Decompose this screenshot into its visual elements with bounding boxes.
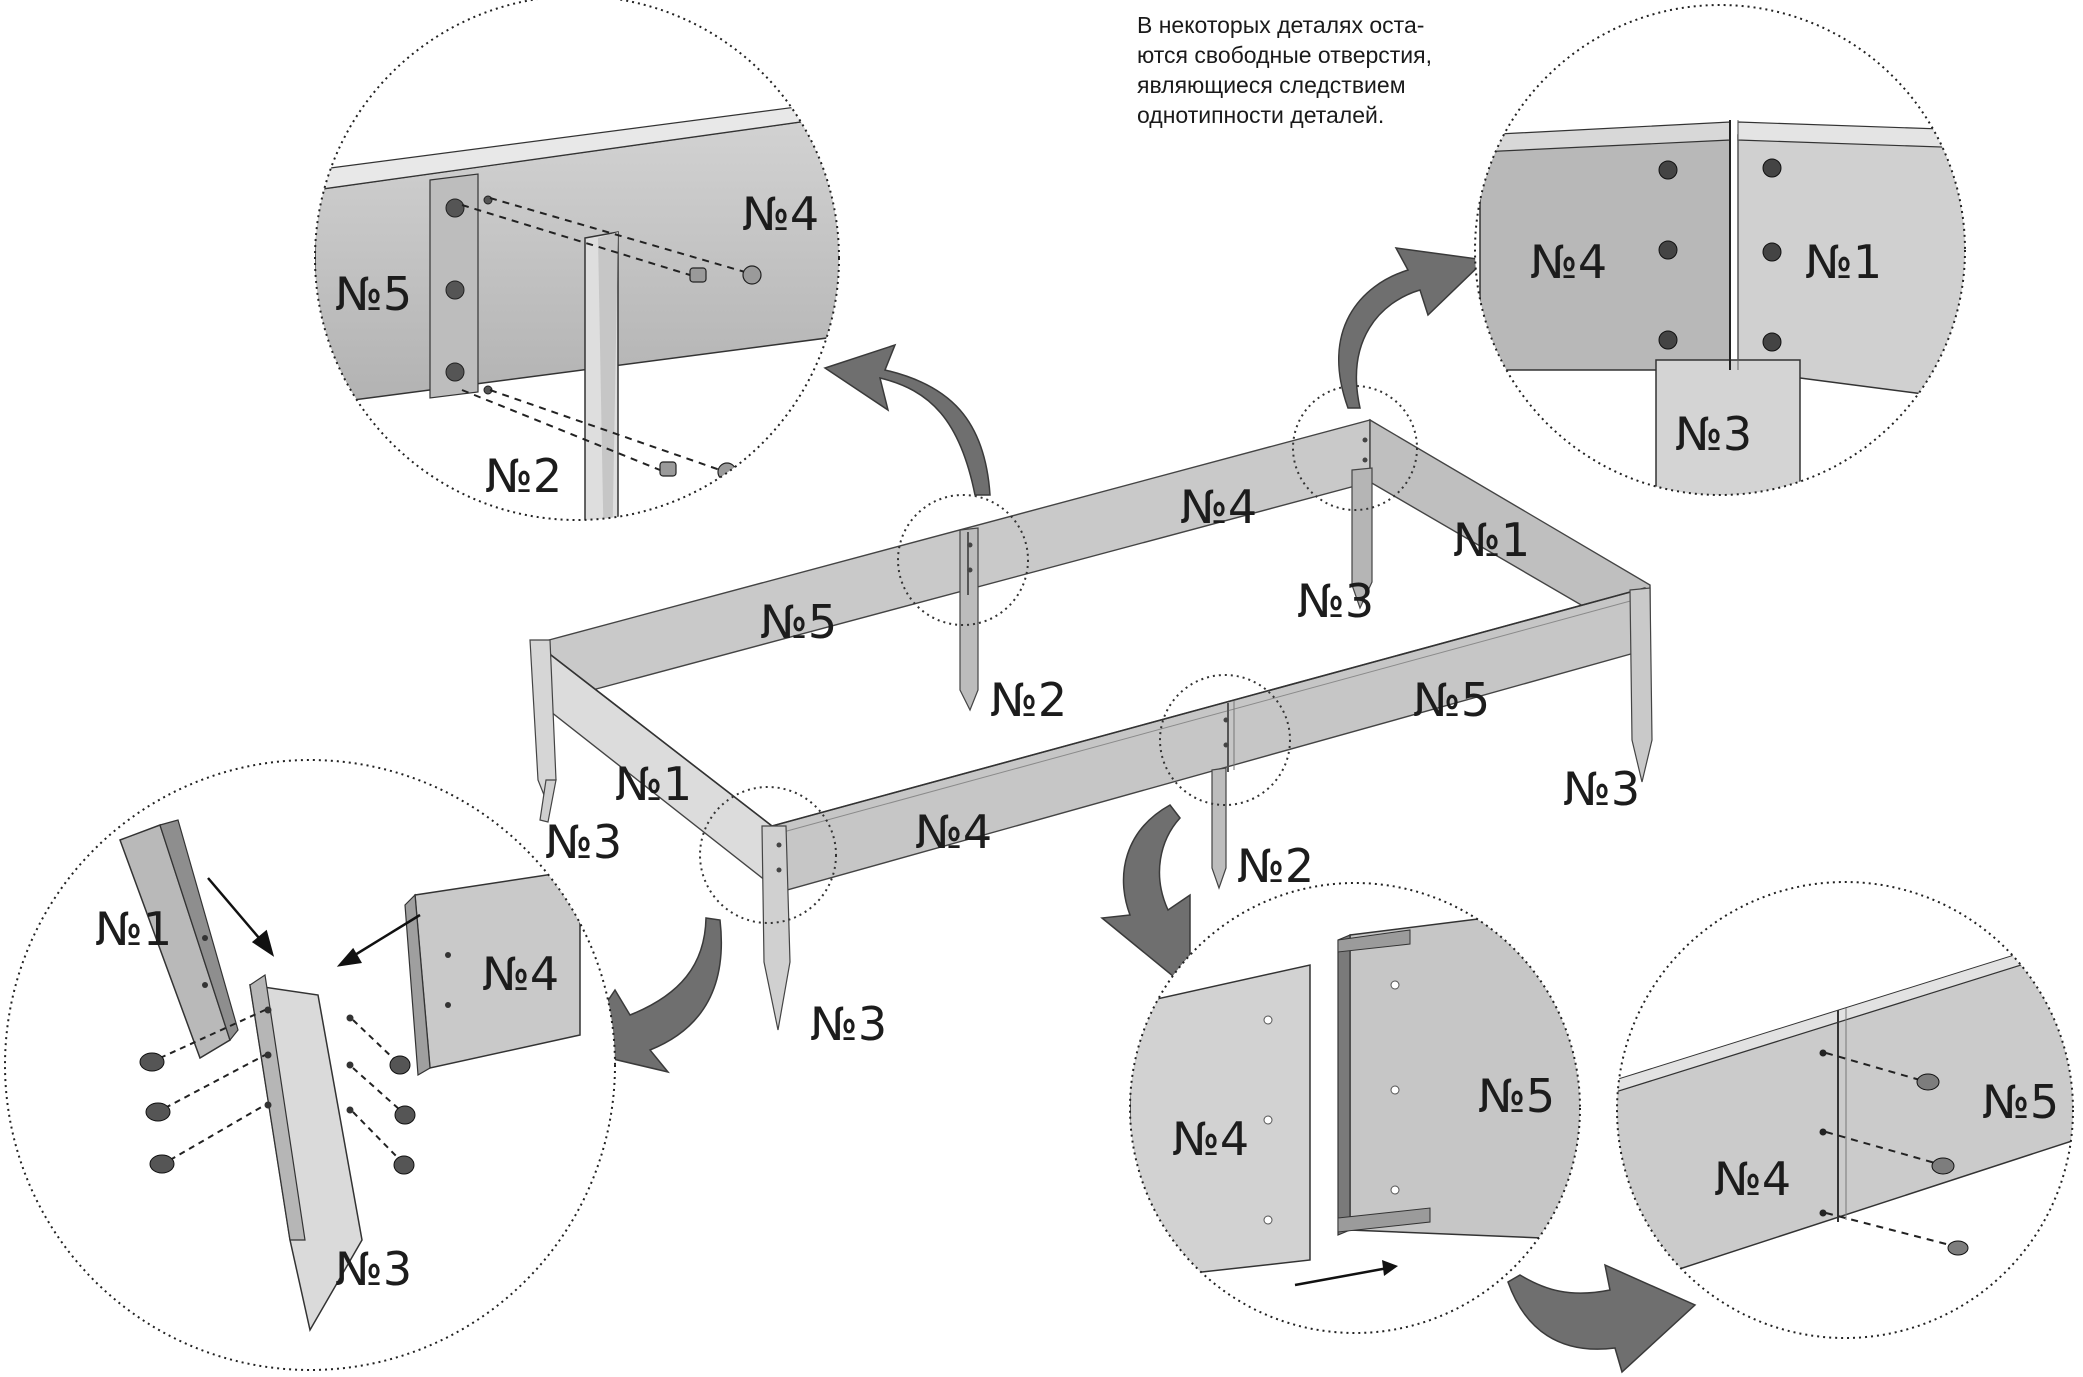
label-frame-p5-front: №5 <box>1413 673 1490 727</box>
assembly-note: В некоторых деталях оста- ются свободные… <box>1137 10 1557 130</box>
label-tr-p3: №3 <box>1675 407 1752 461</box>
label-br-p4: №4 <box>1714 1152 1791 1206</box>
detail-bottom-mid: №4 №5 <box>1129 882 1581 1334</box>
label-tr-p4: №4 <box>1530 235 1607 289</box>
zone-back-right-corner <box>1292 385 1418 511</box>
arrow-to-bottom-mid <box>1100 804 1191 992</box>
zone-front-joint <box>1159 674 1291 806</box>
zone-back-joint <box>897 494 1029 626</box>
label-frame-p3-front: №3 <box>810 997 887 1051</box>
label-br-p5: №5 <box>1982 1075 2059 1129</box>
detail-bottom-mid-border <box>1129 882 1581 1334</box>
arrow-to-bottom-right <box>1507 1263 1697 1374</box>
label-frame-p2-front: №2 <box>1237 839 1314 893</box>
label-frame-p5-back: №5 <box>760 595 837 649</box>
label-bl-p1: №1 <box>95 902 172 956</box>
zone-front-left-corner <box>699 786 837 924</box>
detail-top-right: №4 №1 №3 <box>1474 4 1966 496</box>
label-tl-p5: №5 <box>335 267 412 321</box>
label-bl-p4: №4 <box>482 947 559 1001</box>
label-frame-p3-front-right: №3 <box>1563 762 1640 816</box>
corner-post-back-right <box>1351 467 1373 610</box>
detail-top-left-border <box>314 0 840 521</box>
detail-bottom-right-border <box>1616 881 2074 1339</box>
detail-bottom-left: №1 №4 №3 <box>4 759 616 1371</box>
note-line-1: В некоторых деталях оста- <box>1137 12 1425 38</box>
note-line-2: ются свободные отверстия, <box>1137 42 1433 68</box>
detail-top-left: №5 №4 №2 <box>314 0 840 521</box>
stake-back-middle <box>959 527 979 712</box>
detail-top-right-border <box>1474 4 1966 496</box>
label-frame-p1-left: №1 <box>615 757 692 811</box>
stake-front-middle <box>1211 767 1227 890</box>
arrow-to-top-right <box>1338 247 1487 409</box>
label-frame-p1-right: №1 <box>1453 513 1530 567</box>
main-frame: №5 №4 №1 №3 №2 №5 №1 №3 №4 №2 №3 №3 <box>529 385 1653 1051</box>
note-line-4: однотипности деталей. <box>1137 102 1385 128</box>
label-tl-p2: №2 <box>485 449 562 503</box>
label-frame-p4-back: №4 <box>1180 480 1257 534</box>
label-tr-p1: №1 <box>1805 235 1882 289</box>
detail-bottom-left-border <box>4 759 616 1371</box>
label-tl-p4: №4 <box>742 187 819 241</box>
label-bm-p5: №5 <box>1478 1069 1555 1123</box>
label-frame-p4-front: №4 <box>915 805 992 859</box>
corner-post-front-right <box>1629 587 1653 783</box>
label-frame-p2-back: №2 <box>990 673 1067 727</box>
note-line-3: являющиеся следствием <box>1137 72 1406 98</box>
front-wall <box>771 587 1646 893</box>
label-bl-p3: №3 <box>335 1242 412 1296</box>
arrow-to-top-left <box>823 343 991 496</box>
label-bm-p4: №4 <box>1172 1112 1249 1166</box>
corner-post-front-left <box>761 825 791 1031</box>
detail-bottom-right: №4 №5 <box>1616 881 2074 1339</box>
label-frame-p3-left: №3 <box>545 815 622 869</box>
label-frame-p3-back-right: №3 <box>1297 574 1374 628</box>
